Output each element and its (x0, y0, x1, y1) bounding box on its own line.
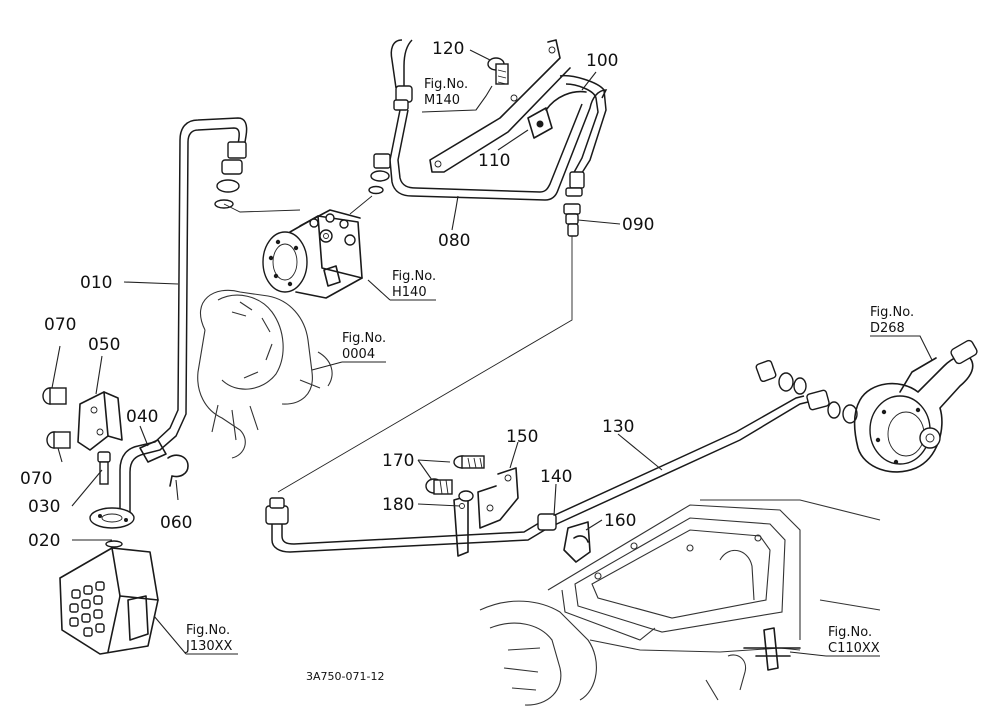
ref-j130xx-value: J130XX (185, 639, 233, 654)
callout-070-upper: 070 (44, 315, 76, 335)
callout-150: 150 (506, 427, 538, 447)
leader-lines (51, 49, 933, 657)
callout-020: 020 (28, 531, 60, 551)
ref-h140-value: H140 (392, 285, 427, 300)
ref-c110xx-value: C110XX (828, 641, 880, 656)
ref-c110xx-label: Fig.No. (828, 625, 872, 640)
ref-d268-label: Fig.No. (870, 305, 914, 320)
callout-060: 060 (160, 513, 192, 533)
fitting-080-left (368, 85, 413, 195)
diagram-code: 3A750-071-12 (306, 670, 384, 683)
callout-080: 080 (438, 231, 470, 251)
callout-090: 090 (622, 215, 654, 235)
callout-labels: 010 020 030 040 050 060 070 070 080 090 … (20, 39, 654, 551)
callout-170: 170 (382, 451, 414, 471)
ref-d268-value: D268 (870, 321, 905, 336)
bracket-050 (77, 391, 123, 451)
pipe-130 (265, 395, 809, 553)
bracket-150 (477, 467, 519, 529)
bolt-070-lower (46, 431, 71, 449)
steering-unit (223, 195, 373, 299)
ref-j130xx-label: Fig.No. (186, 623, 230, 638)
fitting-090 (563, 171, 585, 237)
engine-housing-outline (197, 289, 333, 459)
fitting-010-top (214, 141, 247, 209)
transmission-case-outline (479, 499, 881, 706)
callout-050: 050 (88, 335, 120, 355)
figure-references: Fig.No. M140 Fig.No. H140 Fig.No. 0004 F… (185, 77, 914, 656)
ref-h140-label: Fig.No. (392, 269, 436, 284)
callout-120: 120 (432, 39, 464, 59)
callout-100: 100 (586, 51, 618, 71)
ref-m140-label: Fig.No. (424, 77, 468, 92)
callout-040: 040 (126, 407, 158, 427)
callout-110: 110 (478, 151, 510, 171)
ref-0004-label: Fig.No. (342, 331, 386, 346)
callout-030: 030 (28, 497, 60, 517)
bracket-100 (429, 39, 587, 173)
bracket-180 (453, 495, 469, 557)
callout-160: 160 (604, 511, 636, 531)
pipe-010 (119, 117, 248, 512)
hydraulic-pump (59, 507, 159, 655)
callout-180: 180 (382, 495, 414, 515)
bolt-170-lower (425, 478, 474, 502)
clamp-060 (167, 454, 189, 487)
callout-010: 010 (80, 273, 112, 293)
callout-130: 130 (602, 417, 634, 437)
pipe-080 (389, 39, 608, 201)
valve-d268 (755, 339, 978, 473)
bolt-030 (97, 451, 111, 485)
callout-140: 140 (540, 467, 572, 487)
clamp-040 (139, 439, 167, 463)
callout-070-lower: 070 (20, 469, 52, 489)
ref-m140-value: M140 (424, 93, 460, 108)
bolt-120 (487, 57, 509, 85)
pipe-090-guide-line (277, 236, 573, 493)
clamp-160 (563, 521, 591, 563)
bolt-170-upper (453, 455, 485, 469)
bolt-070-upper (42, 387, 67, 405)
fitting-c110xx (743, 627, 801, 671)
ref-0004-value: 0004 (342, 347, 375, 362)
